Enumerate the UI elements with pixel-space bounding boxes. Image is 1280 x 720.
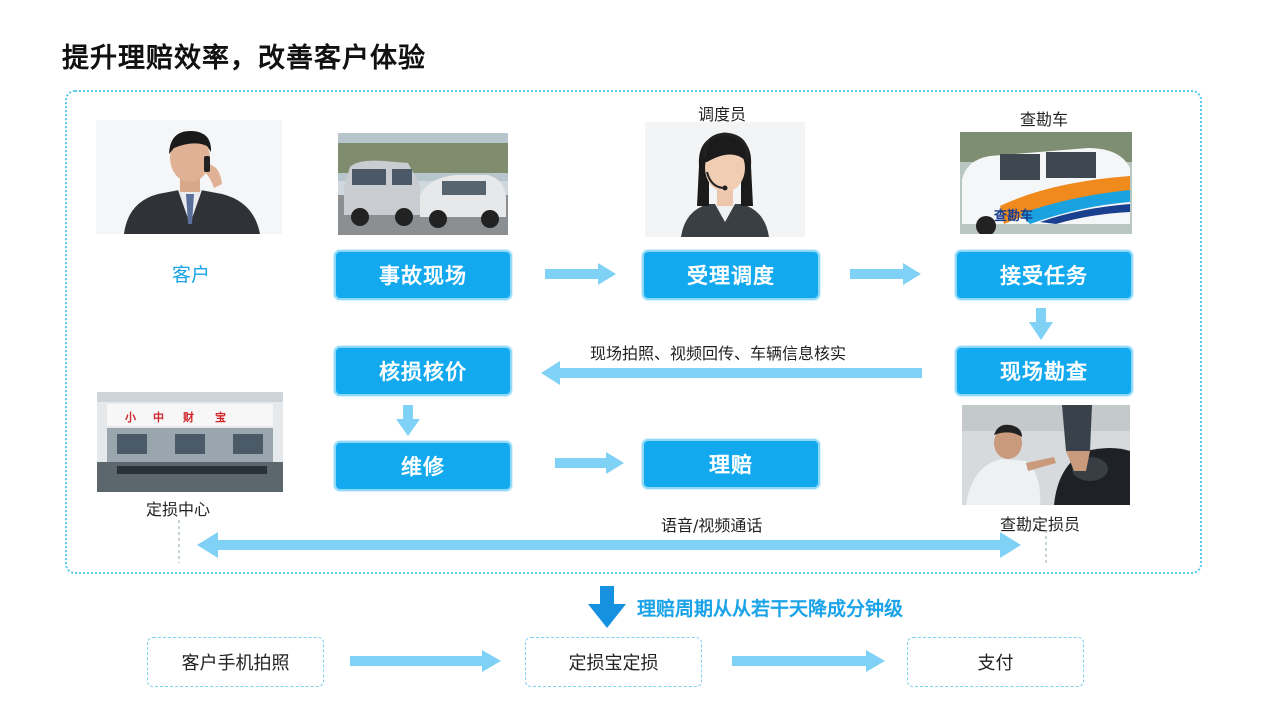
big-down-arrow-icon	[588, 586, 626, 628]
arrow-down-icon	[1029, 308, 1053, 340]
arrow-down-icon	[396, 405, 420, 436]
double-arrow-icon	[197, 532, 1021, 558]
arrow-right-icon	[850, 263, 921, 285]
arrow-left-icon	[541, 361, 922, 385]
arrow-right-icon	[350, 650, 501, 672]
arrow-right-icon	[555, 452, 624, 474]
arrow-right-icon	[732, 650, 885, 672]
arrow-right-icon	[545, 263, 616, 285]
